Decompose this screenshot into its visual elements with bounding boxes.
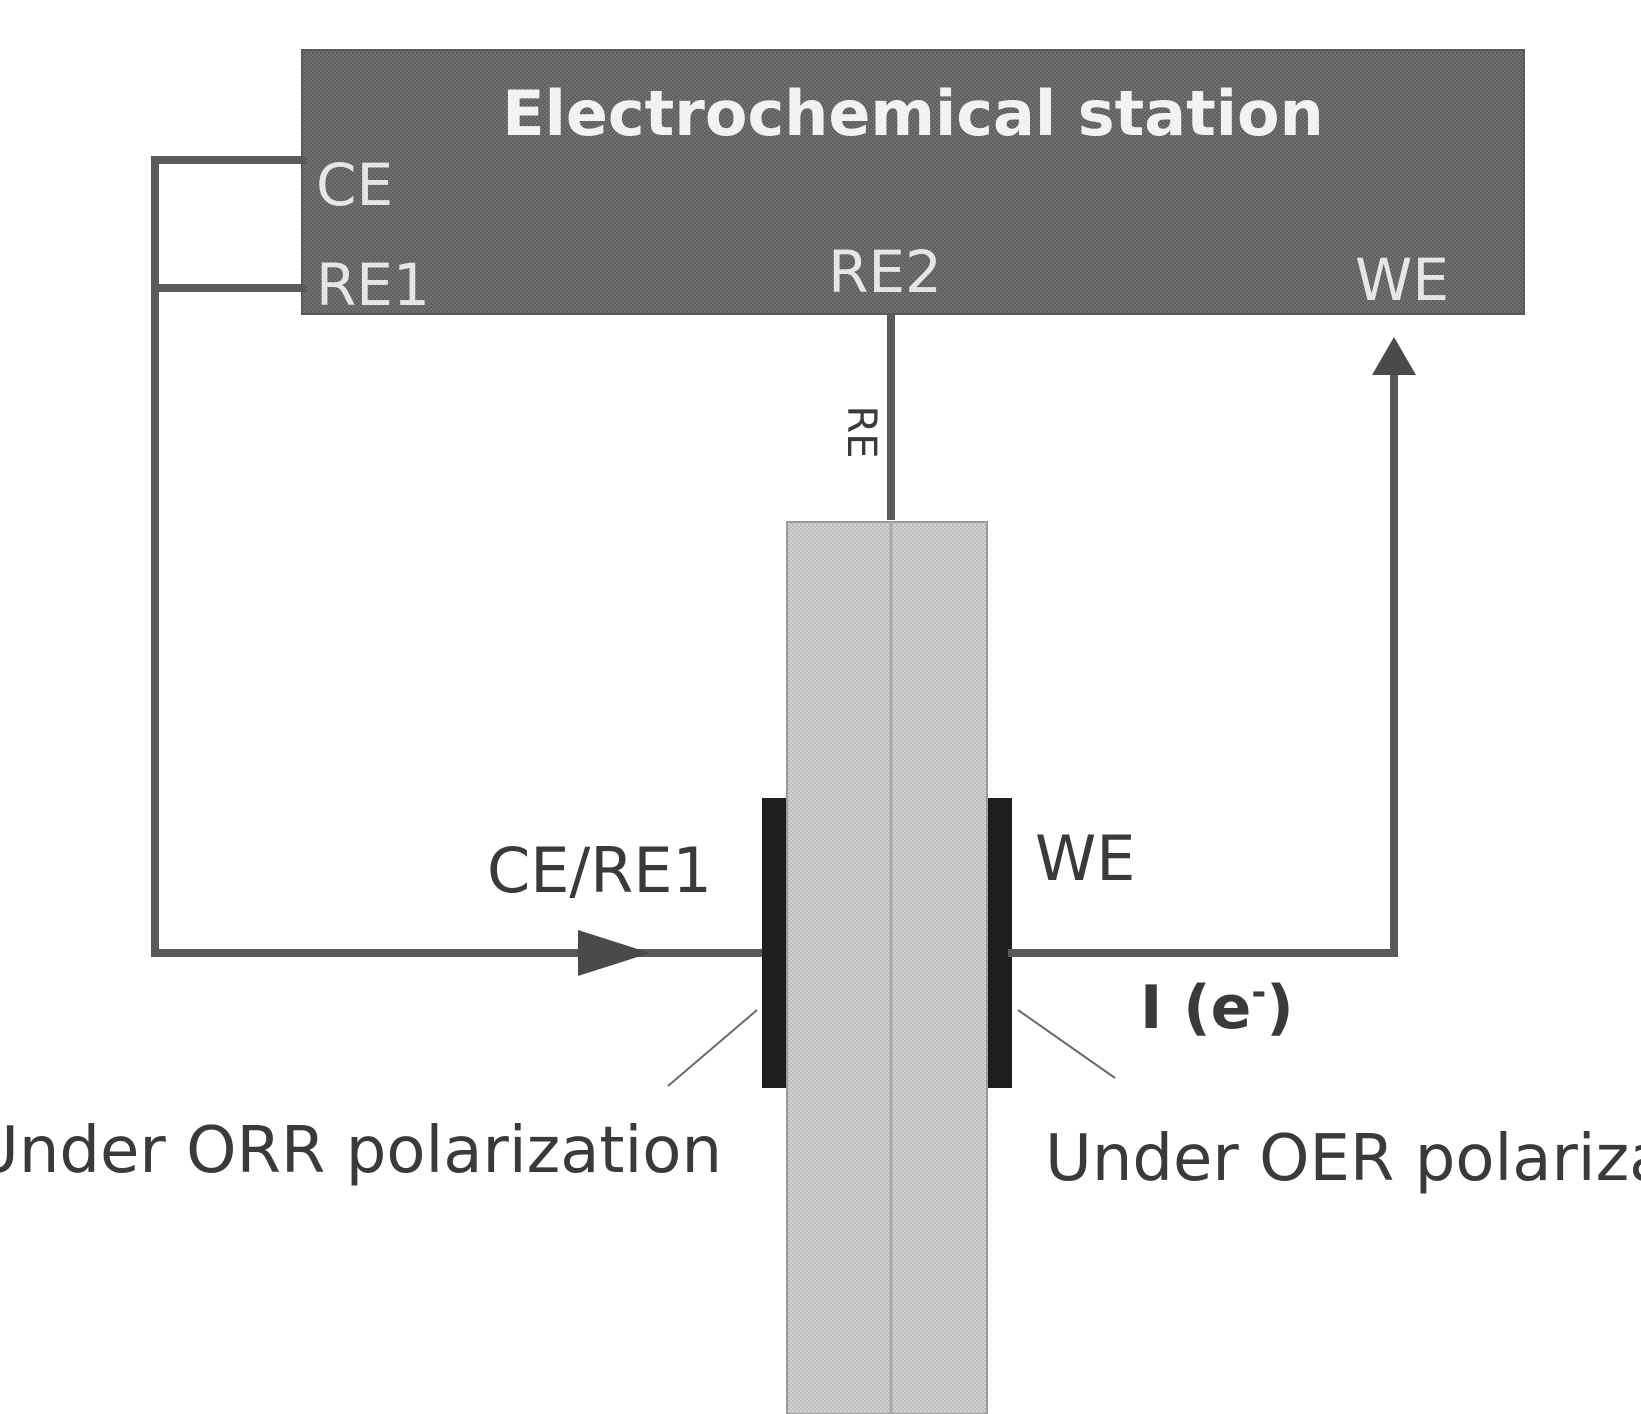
left-electrode-label: CE/RE1 <box>487 834 712 907</box>
right-annotation: Under OER polarization <box>1045 1122 1641 1196</box>
re-lead-label: RE <box>838 405 884 458</box>
current-label-sup: - <box>1251 972 1266 1013</box>
right-annotation-pointer <box>1018 1010 1115 1078</box>
terminal-re2-label: RE2 <box>828 238 942 306</box>
left-annotation-pointer <box>668 1010 757 1086</box>
current-label-close: ) <box>1266 973 1293 1043</box>
station-title: Electrochemical station <box>502 77 1323 150</box>
membrane <box>787 522 987 1414</box>
terminal-we-label: WE <box>1355 246 1449 314</box>
left-annotation: Under ORR polarization <box>0 1114 722 1188</box>
terminal-re1-label: RE1 <box>316 251 430 319</box>
current-label: I (e-) <box>1140 972 1294 1043</box>
we-arrow <box>1372 337 1416 375</box>
current-label-main: I (e <box>1140 973 1251 1043</box>
left-electrode <box>762 798 786 1088</box>
right-electrode-label: WE <box>1035 822 1135 895</box>
terminal-ce-label: CE <box>316 151 393 219</box>
current-in-arrow <box>578 930 650 976</box>
right-electrode <box>988 798 1012 1088</box>
